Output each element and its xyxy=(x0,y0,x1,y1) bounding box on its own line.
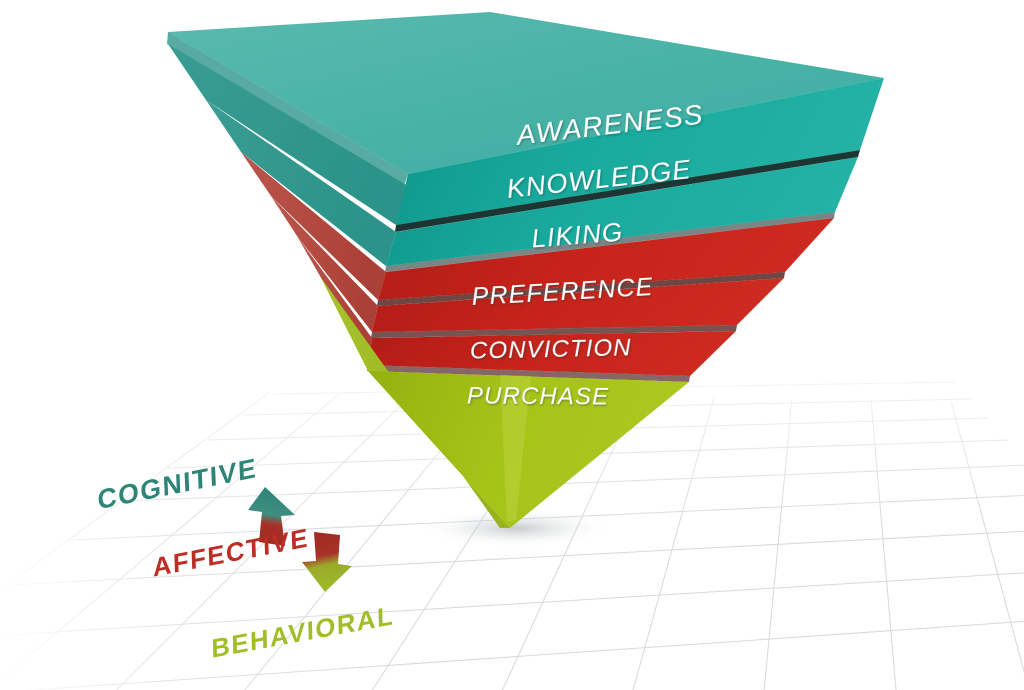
layer-seam xyxy=(385,212,835,272)
layer-front-face xyxy=(378,218,834,300)
layer-side-face xyxy=(206,100,396,266)
tip-contact-shadow xyxy=(420,508,612,548)
pyramid-layer-preference[interactable]: PREFERENCE xyxy=(271,196,784,338)
axis-label-behavioral: BEHAVIORAL xyxy=(211,600,395,664)
layer-label-conviction: CONVICTION xyxy=(470,334,632,364)
layer-side-face xyxy=(168,44,408,225)
layer-front-face xyxy=(386,157,858,266)
layer-seam xyxy=(377,272,785,306)
pyramid-layer-knowledge[interactable]: KNOWLEDGE xyxy=(206,100,858,272)
axis-label-cognitive: COGNITIVE xyxy=(97,452,258,516)
pyramid-layer-purchase[interactable]: PURCHASE xyxy=(320,276,689,528)
pyramid-layer-awareness[interactable]: AWARENESS xyxy=(168,44,884,232)
layer-front-face xyxy=(396,78,884,225)
pyramid-top-cap xyxy=(167,12,884,186)
layer-label-purchase: PURCHASE xyxy=(467,383,609,411)
layer-front-face xyxy=(368,371,689,528)
layer-seam xyxy=(395,150,860,232)
pyramid-layer-liking[interactable]: LIKING xyxy=(241,152,834,306)
layer-seam xyxy=(371,325,737,338)
layer-highlight xyxy=(500,375,531,522)
layer-front-face xyxy=(368,331,736,376)
layer-side-face xyxy=(271,196,378,332)
up-arrow-icon xyxy=(248,487,295,546)
layer-side-face xyxy=(241,152,386,300)
layer-label-liking: LIKING xyxy=(530,217,624,254)
layer-front-face xyxy=(372,278,784,332)
down-arrow-icon xyxy=(302,532,352,592)
layer-seam xyxy=(367,365,690,382)
axis-label-affective: AFFECTIVE xyxy=(152,522,309,582)
